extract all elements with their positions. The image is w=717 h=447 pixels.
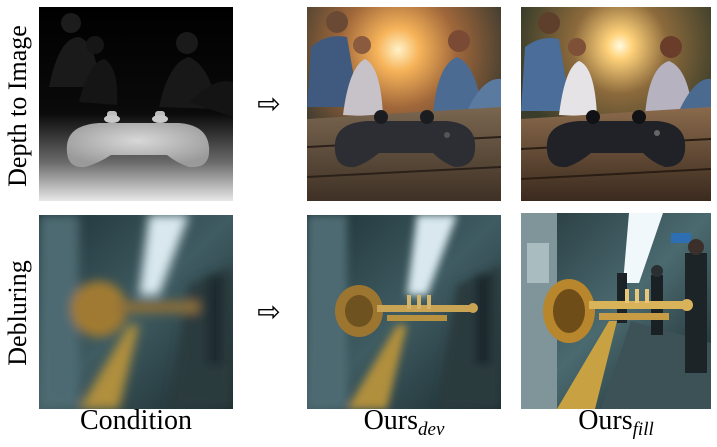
column-label-ours-fill: Oursfill — [578, 405, 654, 440]
column-label-condition: Condition — [79, 405, 192, 436]
row-label-depth-to-image: Depth to Image — [3, 25, 32, 187]
deblur-result-ours-fill-image — [521, 213, 711, 409]
row-label-debluring: Debluring — [3, 260, 32, 366]
depth-result-ours-dev-image — [307, 7, 501, 201]
blurry-trumpet-condition-image — [39, 215, 233, 409]
right-arrow-icon: ⇨ — [257, 295, 281, 328]
column-label-ours-dev: Oursdev — [363, 405, 445, 440]
deblur-result-ours-dev-image — [307, 215, 501, 409]
depth-result-ours-fill-image — [521, 7, 711, 201]
depth-map-condition-image — [39, 7, 233, 201]
right-arrow-icon: ⇨ — [257, 87, 281, 120]
